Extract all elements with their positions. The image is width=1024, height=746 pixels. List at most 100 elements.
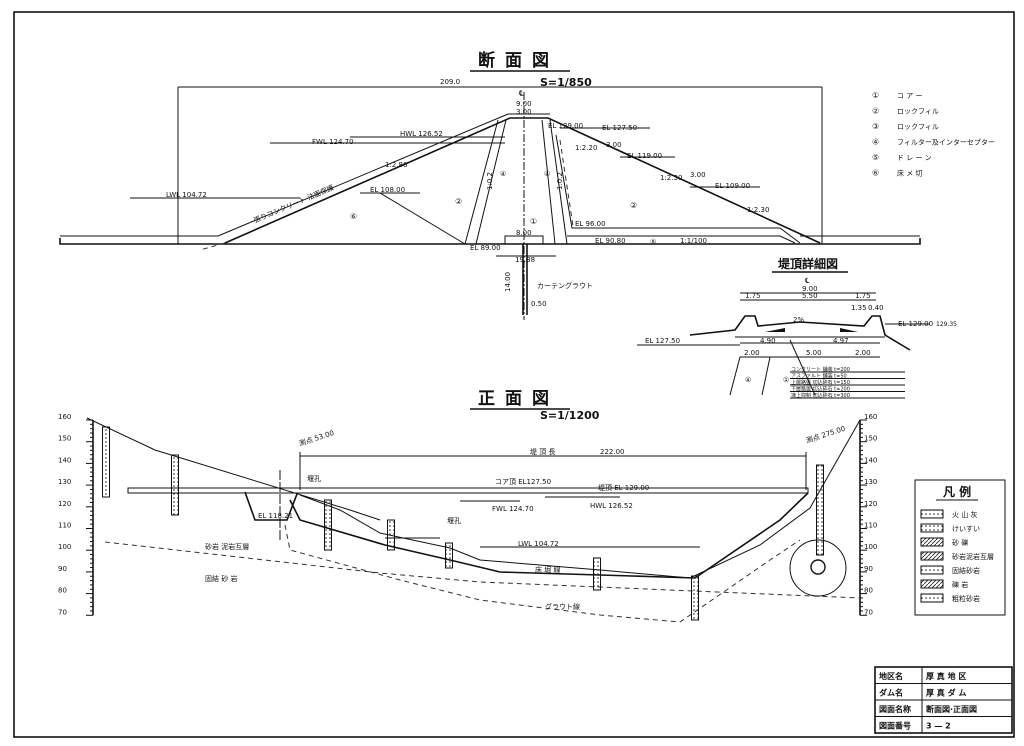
pavement-note: 上層路盤 切込砕石 t=150 (791, 379, 850, 386)
axis-tick-label: 140 (864, 456, 877, 464)
axis-tick-label: 130 (58, 478, 71, 486)
soil-swatch (920, 551, 944, 561)
spillway-el: EL 118.21 (258, 512, 293, 520)
soil-swatch (920, 579, 944, 589)
soil-legend-title: 凡 例 (943, 484, 971, 499)
title-block-value: 3 — 2 (926, 722, 951, 731)
overall-width: 209.0 (440, 78, 460, 86)
zone-4-mark: ④ (500, 170, 506, 178)
pavement-note: コンクリート 舗装 t=200 (791, 366, 850, 373)
crest-zone-b: ① (783, 376, 789, 384)
borehole-log (324, 499, 332, 551)
front-view: 正面図 S=1/1200 160150140130120110100908070… (58, 389, 877, 623)
el-90-8: EL 90.80 (595, 237, 626, 245)
ds-core-slope: 1:0.2 (556, 172, 564, 190)
el-109: EL 109.00 (715, 182, 750, 190)
crest-zone-a: ④ (745, 376, 751, 384)
inspection-1: 堰孔 (307, 474, 321, 483)
soil-legend-label: 固結砂岩 (952, 566, 980, 575)
crest-el-right2: 129.35 (936, 321, 957, 328)
zone-5-mark: ⑤ (650, 238, 656, 246)
crest-right: 1.75 (855, 292, 871, 300)
zone-legend-number: ⑥ (872, 169, 879, 178)
title-block-value: 厚 真 地 区 (926, 671, 966, 681)
zone-legend-number: ④ (872, 138, 879, 147)
crest-width: 9.00 (516, 100, 532, 108)
crest-detail: 堤頂詳細図 ℄ 9.00 1.75 5.50 1.75 1.35 0.40 2%… (637, 256, 957, 399)
zone-legend-number: ③ (872, 122, 879, 131)
borehole-log (171, 454, 179, 516)
pavement-note: 下層路盤 切込砕石 t=200 (791, 386, 850, 393)
berm-2: 3.00 (690, 171, 706, 179)
axis-tick-label: 160 (58, 413, 71, 421)
soil-swatch (920, 523, 944, 533)
soil-legend-label: 火 山 灰 (952, 510, 977, 519)
soil-legend-label: けいすい (952, 525, 980, 533)
drain-slope: 1:1/100 (680, 237, 707, 245)
crest-centerline: ℄ (805, 277, 810, 285)
soil-swatch (920, 509, 944, 519)
ds-slope-3: 1:2.30 (747, 206, 769, 214)
fwl-front: FWL 124.70 (492, 505, 534, 513)
zone-legend-number: ⑤ (872, 153, 879, 162)
grout-line-label: グラウト線 (545, 602, 580, 611)
axis-tick-label: 150 (58, 435, 71, 443)
title-block-key: 図面名称 (879, 704, 911, 714)
section-view: 断面図 S=1/850 209.0 ℄ 9.00 3.00 (59, 50, 921, 320)
zone-legend-label: フィルター及インターセプター (897, 138, 995, 147)
pavement-note: アスファルト 舗装 t=50 (791, 373, 847, 380)
core-top-width: 3.00 (516, 108, 532, 116)
right-abutment: 測点 275.00 (805, 424, 847, 445)
embankment-outline (224, 117, 821, 244)
borehole-log (593, 557, 601, 591)
soil-swatch (920, 593, 944, 603)
us-core-slope: 1:0.2 (486, 172, 494, 190)
crest-el: EL 129.00 (548, 122, 583, 130)
crest-w490: 4.90 (760, 337, 776, 345)
el-108: EL 108.00 (370, 186, 405, 194)
inspection-2: 堰孔 (447, 516, 461, 525)
drainage-gallery-detail (789, 539, 847, 597)
el-96: EL 96.00 (575, 220, 606, 228)
core-base-width: 8.00 (516, 229, 532, 237)
crest-total: 9.00 (802, 285, 818, 293)
axis-tick-label: 160 (864, 413, 877, 421)
section-title: 断面図 (478, 50, 559, 71)
crest-w497: 4.97 (833, 337, 849, 345)
crest-d135: 1.35 (851, 304, 867, 312)
title-block-key: 図面番号 (879, 721, 911, 731)
zone-legend-label: コ ア ー (897, 92, 922, 100)
crest-line (127, 487, 809, 494)
title-block-key: 地区名 (879, 671, 903, 681)
section-scale: S=1/850 (540, 76, 592, 89)
crest-length: 222.00 (600, 448, 625, 456)
axis-tick-label: 70 (58, 608, 67, 616)
ds-slope-1: 1:2.20 (575, 144, 597, 152)
axis-tick-label: 120 (58, 500, 71, 508)
core-el: EL 127.50 (602, 124, 637, 132)
hwl-front: HWL 126.52 (590, 502, 633, 510)
grout-width: 0.50 (531, 300, 547, 308)
excavation-label: 床 堀 線 (535, 565, 560, 574)
zone-1-mark: ① (530, 217, 537, 226)
title-block-value: 断面図·正面図 (926, 704, 977, 714)
centerline-mark: ℄ (519, 89, 525, 98)
crest-b200b: 2.00 (855, 349, 871, 357)
zone-6-mark: ⑥ (350, 212, 357, 221)
left-abutment: 測点 53.00 (298, 428, 335, 448)
geology-2: 固結 砂 岩 (205, 574, 237, 583)
crest-middle: 5.50 (802, 292, 818, 300)
pavement-note: 凍上抑制 切込砕石 t=300 (791, 392, 850, 399)
zone-legend-number: ② (872, 107, 879, 116)
zone-legend-label: ド レ ー ン (897, 154, 932, 162)
axis-tick-label: 80 (58, 587, 67, 595)
axis-tick-label: 110 (864, 522, 877, 530)
soil-legend-label: 粗粒砂岩 (952, 594, 980, 603)
borehole-log (387, 519, 395, 551)
axis-tick-label: 130 (864, 478, 877, 486)
axis-tick-label: 140 (58, 456, 71, 464)
geology-1: 砂岩 泥岩互層 (205, 542, 249, 551)
riprap-note: 張りコンクリート 法面保護 (252, 183, 335, 225)
